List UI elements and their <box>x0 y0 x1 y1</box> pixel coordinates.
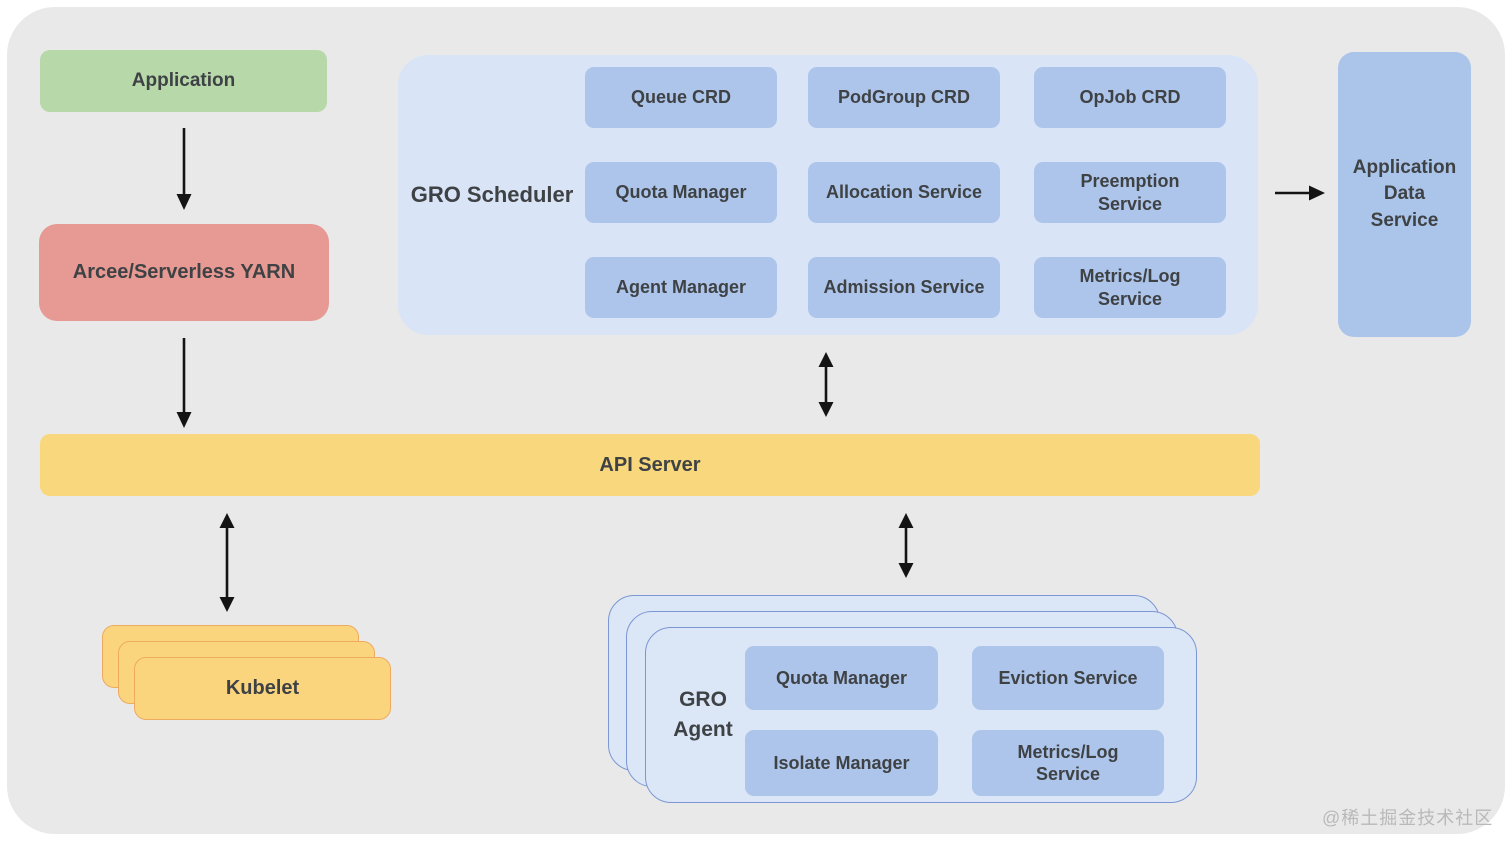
api-server-node: API Server <box>40 434 1260 496</box>
scheduler-cell-metrics-log-service: Metrics/Log Service <box>1034 257 1226 318</box>
scheduler-cell-podgroup-crd: PodGroup CRD <box>808 67 1000 128</box>
arcee-serverless-yarn-label: Arcee/Serverless YARN <box>72 261 296 283</box>
gro-agent-label: GRO Agent <box>673 687 733 741</box>
gro-agent-box-front: GRO Agent Quota Manager Eviction Service… <box>645 627 1197 803</box>
application-data-service-node: Application Data Service <box>1338 52 1471 337</box>
scheduler-cell-quota-manager: Quota Manager <box>585 162 777 223</box>
gro-scheduler-label: GRO Scheduler <box>410 182 574 207</box>
api-server-label: API Server <box>599 453 701 476</box>
watermark: @稀土掘金技术社区 <box>1322 808 1494 828</box>
kubelet-box-front: Kubelet <box>134 657 391 720</box>
gro-agent-stack: GRO Agent Quota Manager Eviction Service… <box>608 595 1200 805</box>
scheduler-cell-allocation-service: Allocation Service <box>808 162 1000 223</box>
scheduler-cell-queue-crd: Queue CRD <box>585 67 777 128</box>
scheduler-cell-agent-manager: Agent Manager <box>585 257 777 318</box>
kubelet-label: Kubelet <box>225 677 300 699</box>
kubelet-stack: Kubelet <box>102 625 392 721</box>
scheduler-cell-opjob-crd: OpJob CRD <box>1034 67 1226 128</box>
agent-cell-quota-manager: Quota Manager <box>745 646 938 710</box>
arcee-serverless-yarn-node: Arcee/Serverless YARN <box>39 224 329 321</box>
scheduler-cell-preemption-service: Preemption Service <box>1034 162 1226 223</box>
application-data-service-label: Application Data Service <box>1352 157 1457 231</box>
application-label: Application <box>131 70 236 91</box>
agent-cell-isolate-manager: Isolate Manager <box>745 730 938 796</box>
agent-cell-metrics-log-service: Metrics/Log Service <box>972 730 1164 796</box>
application-node: Application <box>40 50 327 112</box>
scheduler-cell-admission-service: Admission Service <box>808 257 1000 318</box>
gro-scheduler-container: GRO Scheduler Queue CRD PodGroup CRD OpJ… <box>398 55 1258 335</box>
agent-cell-eviction-service: Eviction Service <box>972 646 1164 710</box>
